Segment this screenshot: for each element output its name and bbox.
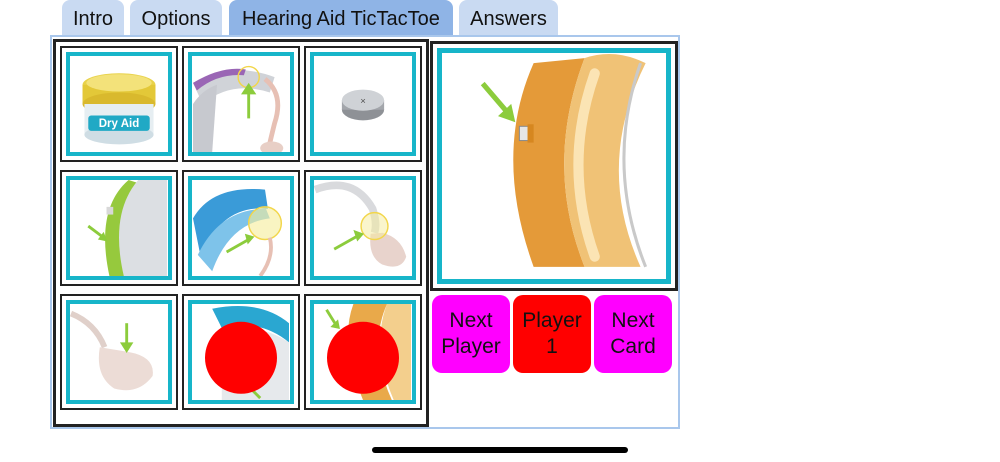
home-indicator[interactable]	[372, 447, 628, 453]
player-marker-red	[205, 321, 277, 394]
hearing-aid-tan-button-image	[437, 48, 671, 284]
player-marker-red	[327, 321, 399, 394]
dry-aid-label: Dry Aid	[99, 118, 140, 130]
tab-intro[interactable]: Intro	[62, 0, 124, 36]
tab-answers[interactable]: Answers	[459, 0, 558, 36]
hearing-aid-tube-image	[188, 52, 294, 156]
battery-symbol: ×	[360, 96, 366, 107]
dry-aid-jar-image: Dry Aid	[66, 52, 172, 156]
button-battery-image: ×	[310, 52, 416, 156]
tab-hearing-aid-tictactoe[interactable]: Hearing Aid TicTacToe	[229, 0, 453, 36]
board-cell-4[interactable]	[60, 170, 178, 286]
earmold-image	[66, 300, 172, 404]
current-player-indicator: Player 1	[513, 295, 591, 373]
board-cell-1[interactable]: Dry Aid	[60, 46, 178, 162]
hearing-aid-green-image	[66, 176, 172, 280]
board-cell-6[interactable]	[304, 170, 422, 286]
board-cell-8[interactable]	[182, 294, 300, 410]
hearing-aid-blue-image	[188, 176, 294, 280]
board-cell-3[interactable]: ×	[304, 46, 422, 162]
board-cell-7[interactable]	[60, 294, 178, 410]
card-preview	[430, 41, 678, 291]
earmold-tube-image	[310, 176, 416, 280]
next-player-button[interactable]: Next Player	[432, 295, 510, 373]
tab-options[interactable]: Options	[130, 0, 222, 36]
tictactoe-board: Dry Aid ×	[53, 39, 429, 427]
next-card-button[interactable]: Next Card	[594, 295, 672, 373]
board-cell-5[interactable]	[182, 170, 300, 286]
board-cell-2[interactable]	[182, 46, 300, 162]
board-cell-9[interactable]	[304, 294, 422, 410]
